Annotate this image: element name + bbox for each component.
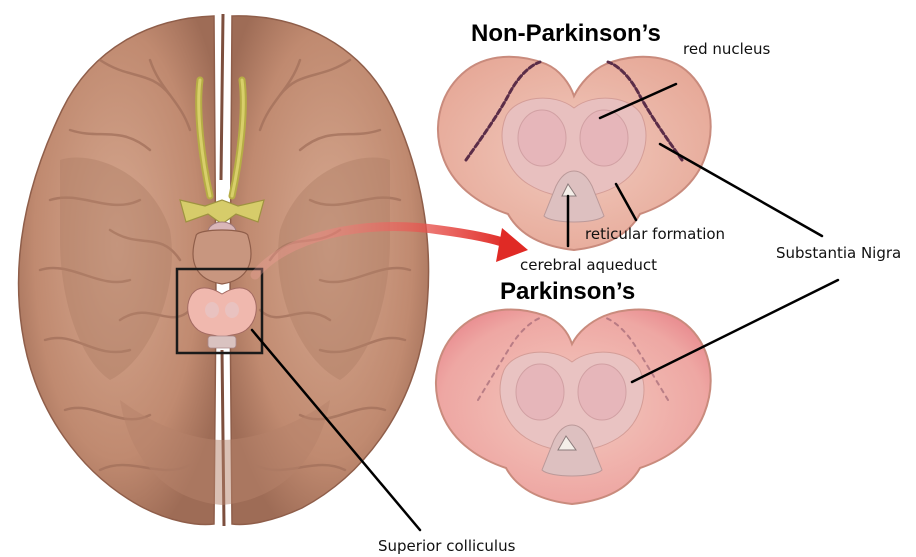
small-aqueduct-block bbox=[208, 336, 236, 348]
pd-red-nucleus-right bbox=[578, 364, 626, 420]
healthy-red-nucleus-left bbox=[518, 110, 566, 166]
cerebral-aqueduct-label: cerebral aqueduct bbox=[520, 258, 657, 273]
small-red-nucleus-right bbox=[225, 302, 239, 318]
parkinsons-midbrain-section bbox=[436, 310, 711, 504]
pons bbox=[193, 230, 251, 284]
healthy-title: Non-Parkinson’s bbox=[471, 22, 661, 46]
parkinsons-title: Parkinson’s bbox=[500, 280, 635, 304]
substantia-nigra-label: Substantia Nigra bbox=[776, 246, 901, 261]
midbrain-cross-section-small bbox=[188, 288, 257, 338]
small-red-nucleus-left bbox=[205, 302, 219, 318]
red-nucleus-label: red nucleus bbox=[683, 42, 770, 57]
healthy-red-nucleus-right bbox=[580, 110, 628, 166]
pd-red-nucleus-left bbox=[516, 364, 564, 420]
brain-illustration bbox=[18, 14, 428, 526]
reticular-formation-label: reticular formation bbox=[585, 227, 725, 242]
superior-colliculus-label: Superior colliculus bbox=[378, 539, 515, 554]
